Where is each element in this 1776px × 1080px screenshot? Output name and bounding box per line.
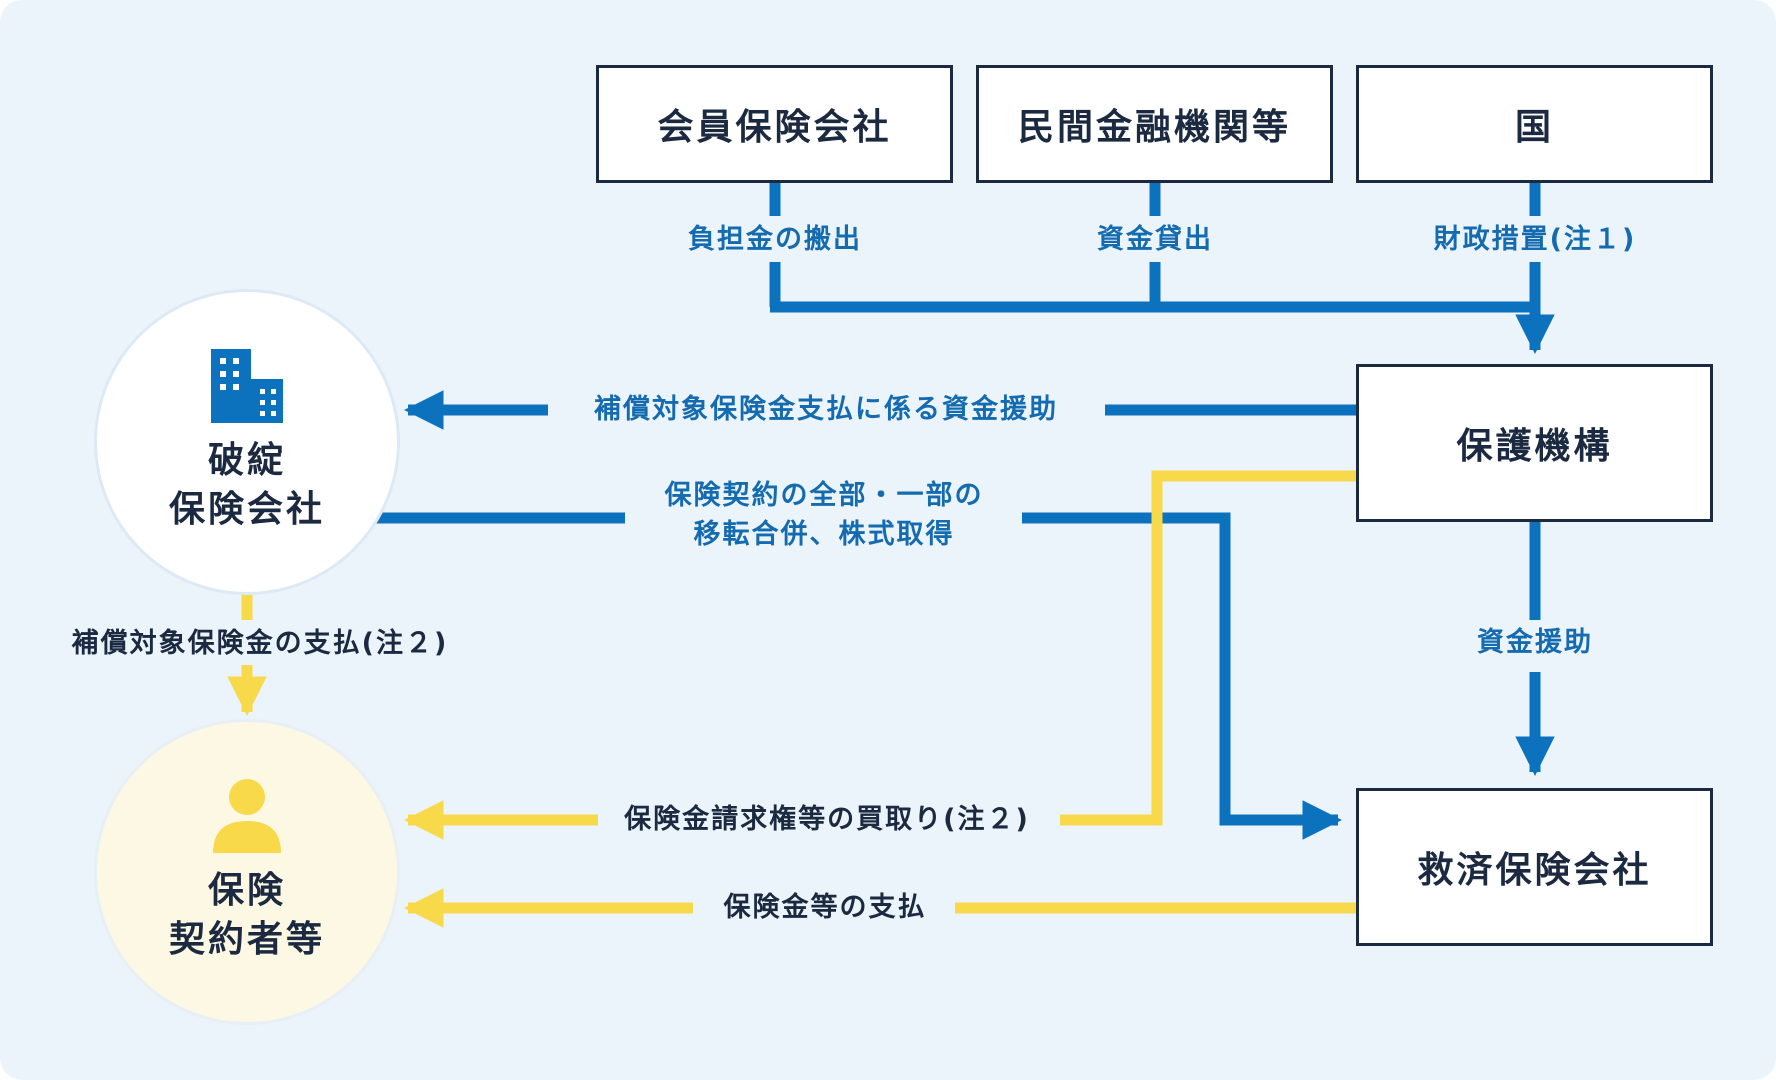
edge-label-transfer: 保険契約の全部・一部の 移転合併、株式取得 — [665, 476, 984, 554]
edge-label-member-out: 負担金の搬出 — [688, 224, 862, 255]
node-failed-line1: 破綻 — [207, 440, 286, 482]
node-state-label: 国 — [1514, 107, 1554, 148]
building-icon — [211, 349, 283, 424]
node-holder-line2: 契約者等 — [168, 919, 325, 960]
person-icon — [213, 779, 281, 854]
node-organization-label: 保護機構 — [1456, 426, 1613, 467]
node-private-label: 民間金融機関等 — [1017, 107, 1291, 148]
edge-label-private-out: 資金貸出 — [1097, 224, 1213, 255]
node-failed-company: 破綻 保険会社 — [97, 292, 397, 592]
node-private-lenders: 民間金融機関等 — [976, 65, 1333, 183]
node-failed-line2: 保険会社 — [168, 489, 325, 530]
edge-label-rescue-payment: 保険金等の支払 — [723, 892, 927, 923]
node-rescue-label: 救済保険会社 — [1417, 850, 1652, 891]
edge-label-transfer-line2: 移転合併、株式取得 — [693, 519, 955, 551]
node-member-companies: 会員保険会社 — [596, 65, 953, 183]
edge-label-aid-failed: 補償対象保険金支払に係る資金援助 — [594, 394, 1058, 425]
arrow-transfer-to-rescue — [1022, 512, 1342, 840]
node-rescue-company: 救済保険会社 — [1356, 788, 1713, 946]
node-holder-line1: 保険 — [207, 870, 286, 912]
node-member-label: 会員保険会社 — [657, 107, 892, 148]
edge-label-aid-rescue: 資金援助 — [1477, 627, 1593, 658]
edge-label-state-out: 財政措置(注１) — [1433, 224, 1637, 255]
node-protection-organization: 保護機構 — [1356, 364, 1713, 522]
node-policyholders: 保険 契約者等 — [97, 722, 397, 1022]
node-state: 国 — [1356, 65, 1713, 183]
edge-label-purchase-claims: 保険金請求権等の買取り(注２) — [624, 804, 1030, 835]
line-purchase-path — [1060, 470, 1356, 826]
edge-label-transfer-line1: 保険契約の全部・一部の — [664, 480, 984, 511]
edge-label-failed-to-holder: 補償対象保険金の支払(注２) — [71, 628, 449, 659]
